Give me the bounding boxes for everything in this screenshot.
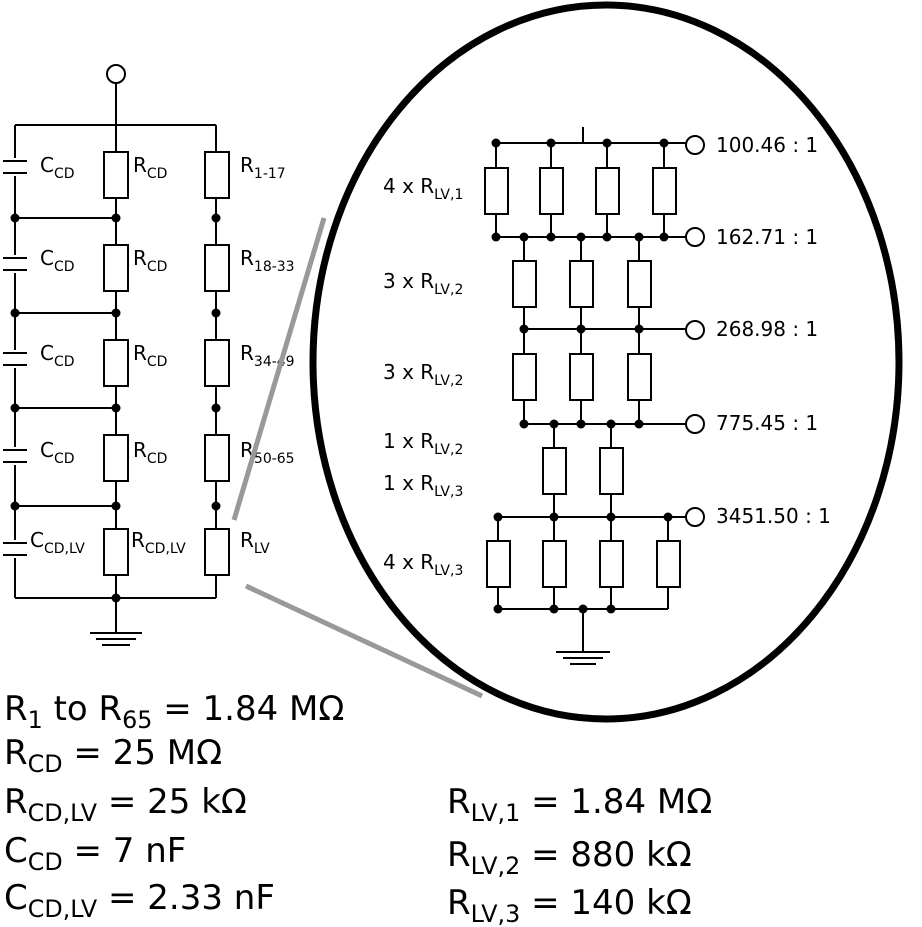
series-resistor-label: RLV — [240, 528, 270, 557]
lv-values-legend: RLV,1 = 1.84 MΩ RLV,2 = 880 kΩ RLV,3 = 1… — [447, 782, 712, 927]
legend-entry: CCD = 7 nF — [4, 831, 186, 876]
legend-entry: R1 to R65 = 1.84 MΩ — [4, 689, 344, 734]
zoom-connector-upper — [231, 217, 327, 521]
rcd-label: RCD — [133, 341, 167, 370]
tap-terminal — [685, 414, 705, 434]
group-label: 3 x RLV,2 — [383, 360, 463, 389]
resistor — [652, 167, 677, 215]
zoom-connector-lower — [244, 583, 484, 699]
group-label: 4 x RLV,1 — [383, 174, 463, 203]
resistor — [204, 434, 230, 482]
legend-entry: RLV,1 = 1.84 MΩ — [447, 782, 712, 827]
legend-entry: CCD,LV = 2.33 nF — [4, 878, 275, 923]
resistor — [204, 244, 230, 292]
resistor — [542, 447, 567, 495]
junction-dots — [491, 138, 673, 614]
capacitor-label: CCD — [40, 341, 75, 370]
rcd-label: RCD — [133, 246, 167, 275]
legend-entry: RLV,2 = 880 kΩ — [447, 835, 692, 880]
resistor — [539, 167, 564, 215]
tap-terminal — [685, 135, 705, 155]
resistor — [656, 540, 681, 588]
resistor — [512, 260, 537, 308]
tap-ratio-label: 775.45 : 1 — [716, 411, 818, 435]
input-terminal — [106, 64, 126, 84]
series-resistor-label: R50-65 — [240, 438, 295, 467]
rcd-label: RCD,LV — [131, 528, 186, 557]
group-label: 1 x RLV,2 — [383, 429, 463, 458]
resistor — [103, 434, 129, 482]
series-resistor-label: R18-33 — [240, 246, 295, 275]
resistor — [204, 151, 230, 199]
resistor — [103, 244, 129, 292]
capacitor-label: CCD — [40, 438, 75, 467]
zoom-ellipse — [309, 1, 903, 723]
capacitor-label: CCD — [40, 246, 75, 275]
resistor — [627, 260, 652, 308]
tap-ratio-label: 100.46 : 1 — [716, 133, 818, 157]
resistor — [204, 339, 230, 387]
legend-entry: RCD,LV = 25 kΩ — [4, 782, 247, 827]
tap-ratio-label: 3451.50 : 1 — [716, 504, 831, 528]
capacitor-label: CCD,LV — [30, 528, 85, 557]
tap-ratio-label: 162.71 : 1 — [716, 225, 818, 249]
tap-terminal — [685, 320, 705, 340]
zoom-circuit: 4 x RLV,1 3 x RLV,2 3 x RLV,2 1 x RLV,2 … — [383, 127, 831, 665]
resistor — [569, 353, 594, 401]
group-label: 4 x RLV,3 — [383, 550, 463, 579]
legend-entry: RLV,3 = 140 kΩ — [447, 883, 692, 927]
resistor — [103, 528, 129, 576]
tap-terminal — [685, 507, 705, 527]
resistor — [627, 353, 652, 401]
capacitor — [2, 447, 30, 465]
rcd-label: RCD — [133, 438, 167, 467]
resistor — [599, 447, 624, 495]
resistor — [599, 540, 624, 588]
capacitor — [2, 350, 30, 368]
resistor — [103, 339, 129, 387]
group-label: 1 x RLV,3 — [383, 471, 463, 500]
component-values-legend: R1 to R65 = 1.84 MΩ RCD = 25 MΩ RCD,LV =… — [4, 689, 344, 923]
left-divider-circuit: CCD RCD R1-17 CCD RCD R18-33 CCD RCD R34… — [2, 64, 295, 646]
resistor — [486, 540, 511, 588]
ground-icon — [556, 609, 610, 665]
capacitor-label: CCD — [40, 153, 75, 182]
group-label: 3 x RLV,2 — [383, 269, 463, 298]
capacitor — [2, 255, 30, 273]
junction-dots — [10, 213, 221, 603]
resistor — [204, 528, 230, 576]
resistor — [569, 260, 594, 308]
resistor — [512, 353, 537, 401]
resistor — [484, 167, 509, 215]
ground-icon — [90, 598, 142, 646]
tap-ratio-label: 268.98 : 1 — [716, 317, 818, 341]
legend-entry: RCD = 25 MΩ — [4, 733, 222, 778]
capacitor — [2, 540, 30, 558]
resistor — [542, 540, 567, 588]
series-resistor-label: R1-17 — [240, 153, 286, 182]
tap-terminal — [685, 227, 705, 247]
resistor — [595, 167, 620, 215]
capacitor — [2, 158, 30, 176]
rcd-label: RCD — [133, 153, 167, 182]
resistor — [103, 151, 129, 199]
